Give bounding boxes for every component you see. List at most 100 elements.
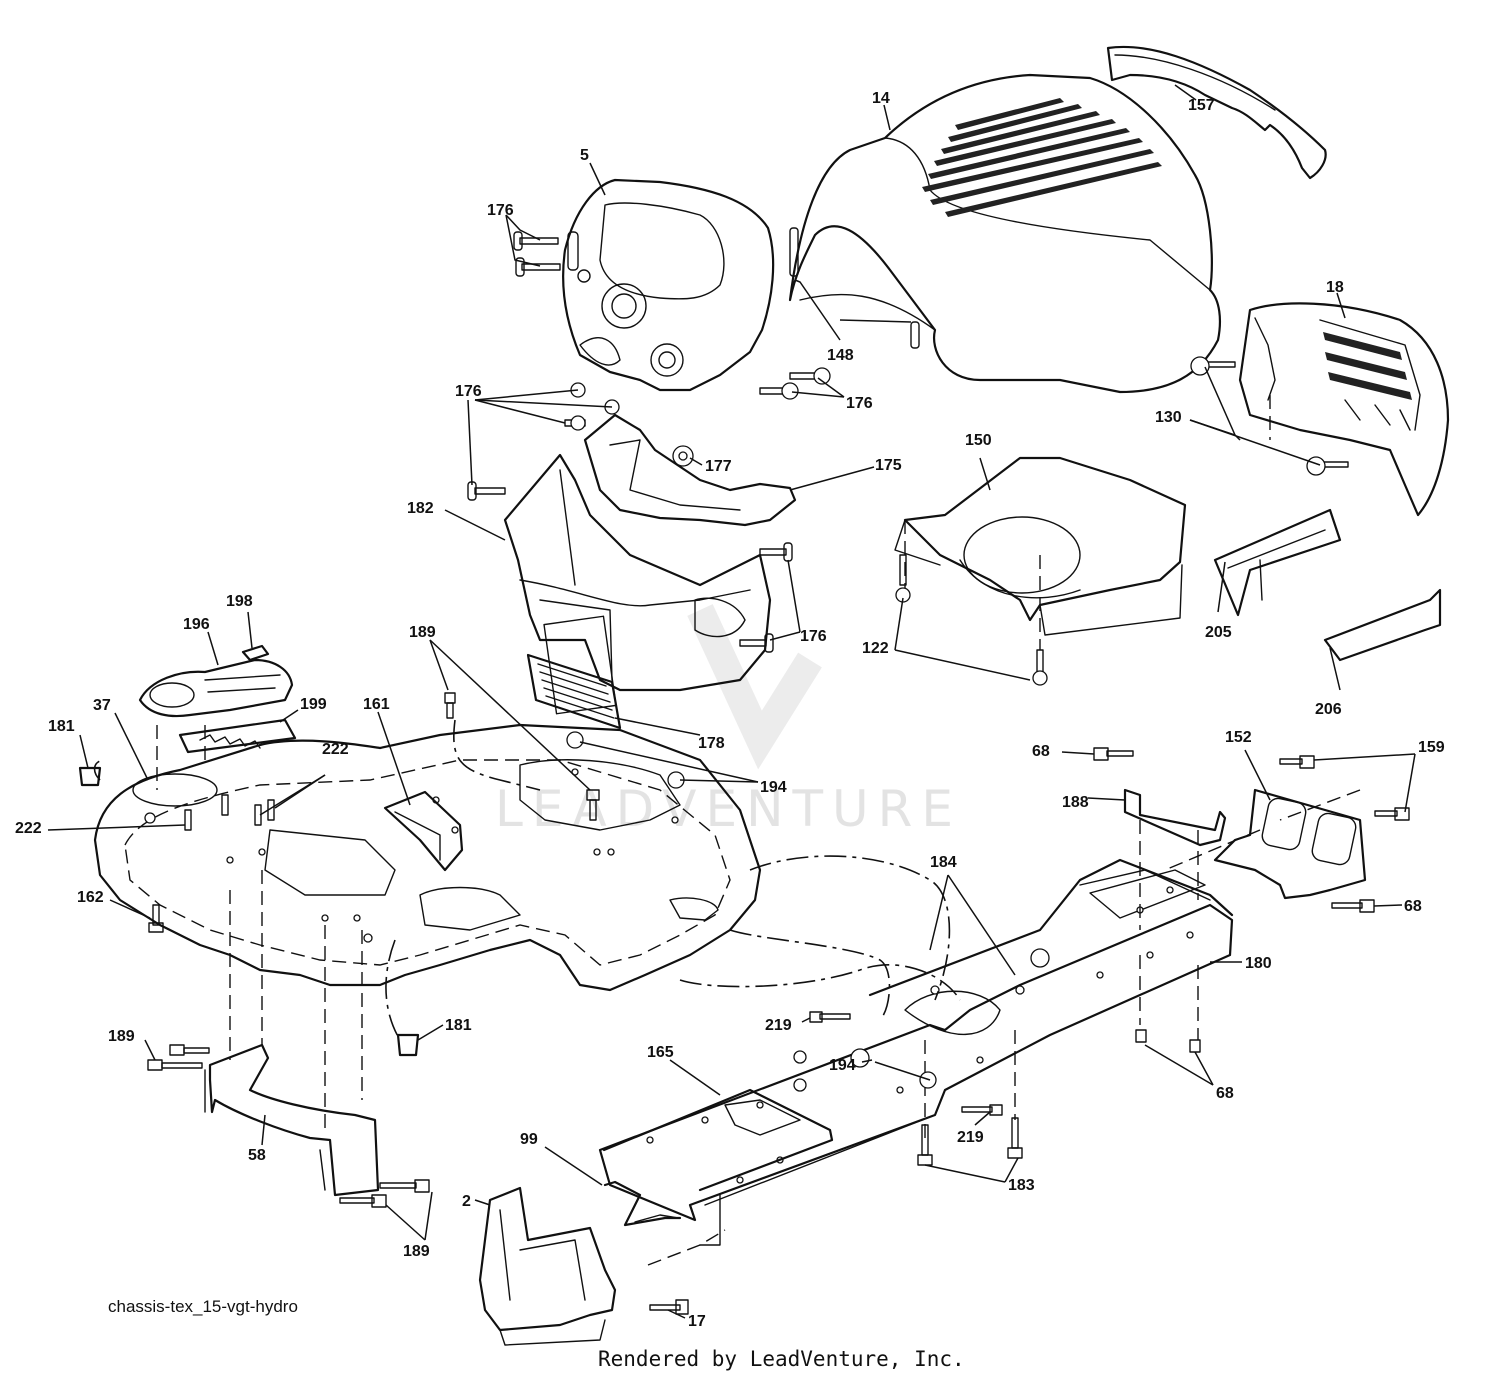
hood-clip-148[interactable] <box>789 227 920 349</box>
screw-122-a <box>895 554 911 603</box>
nut-177 <box>672 445 694 467</box>
screw-176-d2 <box>739 633 774 653</box>
panel-152[interactable] <box>1213 788 1367 900</box>
callout-68-right: 68 <box>1404 898 1422 915</box>
callout-176-left: 176 <box>455 383 482 400</box>
callout-181-left: 181 <box>48 718 75 735</box>
harness-lines <box>93 719 1361 1266</box>
callout-183: 183 <box>1008 1177 1035 1194</box>
callout-189-top: 189 <box>409 624 436 641</box>
screw-176-b1 <box>789 367 831 385</box>
watermark: LEADVENTURE <box>495 604 953 838</box>
clip-181-b <box>396 1033 420 1057</box>
bracket-205[interactable] <box>1213 508 1342 617</box>
screw-122-b <box>1032 649 1048 686</box>
callout-99: 99 <box>520 1131 538 1148</box>
callout-180: 180 <box>1245 955 1272 972</box>
bolt-222-a <box>184 809 192 831</box>
callout-152: 152 <box>1225 729 1252 746</box>
callout-68-bottom: 68 <box>1216 1085 1234 1102</box>
bolt-183-b <box>1007 1117 1023 1159</box>
alignment-lines <box>156 395 1271 1140</box>
leader-lines <box>47 84 1416 1319</box>
bolt-189-a <box>444 692 456 719</box>
grille-178[interactable] <box>526 653 622 730</box>
cover-196[interactable] <box>138 658 294 718</box>
nut-194-c <box>850 1048 870 1068</box>
bracket-188[interactable] <box>1123 788 1227 847</box>
bolt-68-c <box>1135 1029 1201 1053</box>
callout-5: 5 <box>580 147 589 164</box>
nut-194-a <box>566 731 584 749</box>
callout-206: 206 <box>1315 701 1342 718</box>
callout-165: 165 <box>647 1044 674 1061</box>
callout-130: 130 <box>1155 409 1182 426</box>
bracket-165[interactable] <box>602 1088 834 1192</box>
bracket-175[interactable] <box>583 413 797 527</box>
callout-189-bottom: 189 <box>403 1243 430 1260</box>
plate-199[interactable] <box>178 718 297 754</box>
callout-175: 175 <box>875 457 902 474</box>
callout-219-bottom: 219 <box>957 1129 984 1146</box>
callout-194-top: 194 <box>760 779 787 796</box>
callout-37: 37 <box>93 697 111 714</box>
callout-188: 188 <box>1062 794 1089 811</box>
bracket-2[interactable] <box>478 1186 617 1346</box>
callout-157: 157 <box>1188 97 1215 114</box>
callout-58: 58 <box>248 1147 266 1164</box>
callout-162: 162 <box>77 889 104 906</box>
callout-222-right: 222 <box>322 741 349 758</box>
bolt-189-b <box>586 789 600 821</box>
screw-176-c3 <box>564 415 586 431</box>
callout-148: 148 <box>827 347 854 364</box>
dashboard-5[interactable] <box>562 178 775 392</box>
callout-150: 150 <box>965 432 992 449</box>
callout-68-top: 68 <box>1032 743 1050 760</box>
panel-150[interactable] <box>894 456 1187 636</box>
bolt-159-b <box>1374 807 1410 821</box>
callout-199: 199 <box>300 696 327 713</box>
hood-panel-18[interactable] <box>1238 302 1450 517</box>
screw-130-b <box>1306 456 1349 476</box>
callout-222-left: 222 <box>15 820 42 837</box>
grille-trim-157[interactable] <box>1106 45 1327 180</box>
callout-181-bottom: 181 <box>445 1017 472 1034</box>
screw-176-d1 <box>759 542 793 562</box>
fender-deck-37[interactable] <box>93 723 762 992</box>
bolt-219-a <box>809 1011 851 1023</box>
callout-205: 205 <box>1205 624 1232 641</box>
hood-14[interactable] <box>788 73 1221 394</box>
callout-159: 159 <box>1418 739 1445 756</box>
callout-176-mid: 176 <box>800 628 827 645</box>
footer-credit: Rendered by LeadVenture, Inc. <box>598 1347 965 1371</box>
callout-184: 184 <box>930 854 957 871</box>
bolt-222-b <box>221 794 229 816</box>
callout-189-left: 189 <box>108 1028 135 1045</box>
bolt-68-b <box>1331 899 1375 913</box>
frame-holes <box>646 886 1194 1184</box>
callout-196: 196 <box>183 616 210 633</box>
fasteners[interactable] <box>78 231 1410 1315</box>
callout-219-top: 219 <box>765 1017 792 1034</box>
bracket-161[interactable] <box>383 790 464 872</box>
bolt-189-d <box>339 1179 430 1208</box>
panel-182[interactable] <box>503 453 772 715</box>
bolt-189-c <box>147 1044 210 1071</box>
screw-130-a <box>1190 356 1236 376</box>
bolt-159-a <box>1279 755 1315 769</box>
deck-holes <box>144 768 679 943</box>
diagram-name: chassis-tex_15-vgt-hydro <box>108 1297 298 1316</box>
bolt-219-b <box>961 1104 1003 1116</box>
plate-206[interactable] <box>1323 588 1442 662</box>
hood-vent-slots <box>922 98 1162 217</box>
callout-18: 18 <box>1326 279 1344 296</box>
bracket-58[interactable] <box>204 1043 380 1197</box>
callout-labels: 14 157 5 176 148 18 176 176 130 177 175 … <box>15 90 1445 1330</box>
bolt-68-a <box>1093 747 1134 761</box>
callout-198: 198 <box>226 593 253 610</box>
frame-180[interactable] <box>598 858 1234 1246</box>
clip-181-a <box>78 766 102 787</box>
rod-99[interactable] <box>603 1180 682 1227</box>
clip-198[interactable] <box>241 644 270 662</box>
